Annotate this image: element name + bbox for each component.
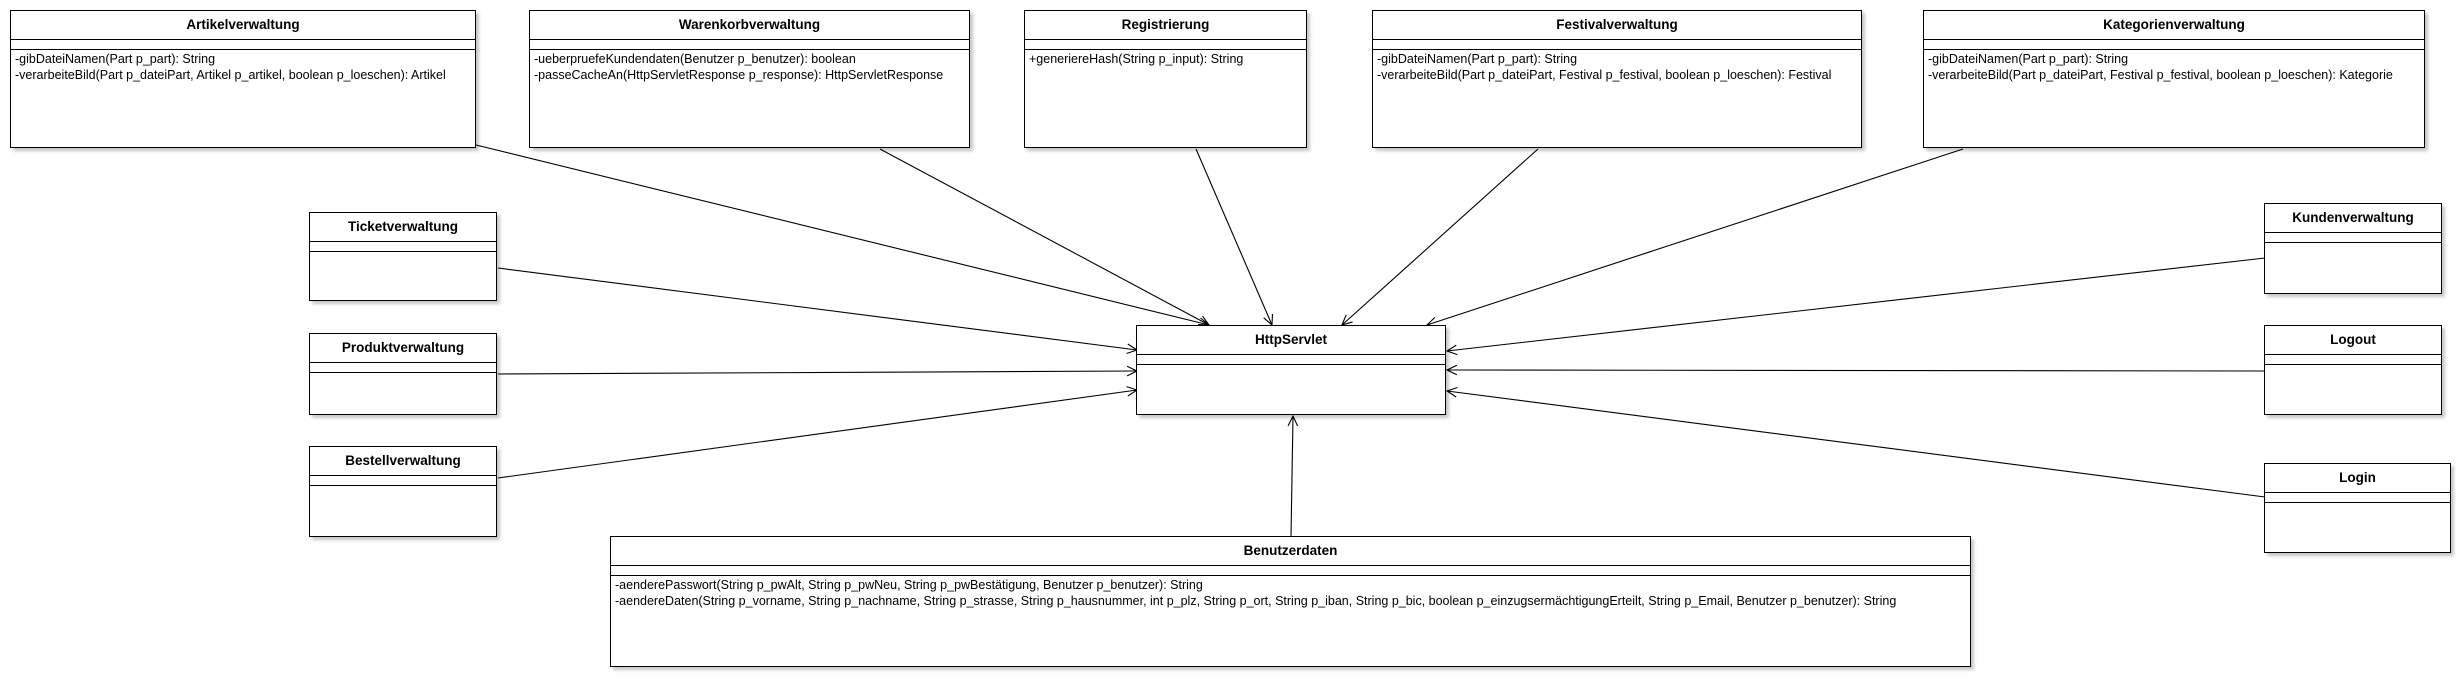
operation: +generiereHash(String p_input): String [1029, 52, 1244, 66]
class-kategorienverwaltung[interactable]: Kategorienverwaltung -gibDateiNamen(Part… [1923, 10, 2425, 148]
operations-compartment: -gibDateiNamen(Part p_part): String -ver… [1373, 50, 1861, 84]
class-name: Festivalverwaltung [1373, 11, 1861, 40]
operations-compartment: -gibDateiNamen(Part p_part): String -ver… [1924, 50, 2424, 84]
arrowhead [1445, 387, 1458, 398]
edge-kundenverwaltung-httpservlet [1446, 257, 2266, 352]
class-name: Login [2265, 464, 2450, 493]
edge-ticketverwaltung-httpservlet [497, 267, 1138, 351]
attributes-compartment [1137, 355, 1445, 365]
class-name: Warenkorbverwaltung [530, 11, 969, 40]
attributes-compartment [530, 40, 969, 50]
class-name: Bestellverwaltung [310, 447, 496, 476]
attributes-compartment [310, 363, 496, 373]
class-ticketverwaltung[interactable]: Ticketverwaltung [309, 212, 497, 301]
attributes-compartment [310, 476, 496, 486]
attributes-compartment [1373, 40, 1861, 50]
edge-login-httpservlet [1446, 390, 2266, 498]
edge-produktverwaltung-httpservlet [497, 370, 1138, 375]
operation: -gibDateiNamen(Part p_part): String [1377, 52, 1578, 66]
class-name: Logout [2265, 326, 2441, 355]
operations-compartment [310, 373, 496, 375]
class-festivalverwaltung[interactable]: Festivalverwaltung -gibDateiNamen(Part p… [1372, 10, 1862, 148]
operations-compartment [2265, 503, 2450, 505]
class-registrierung[interactable]: Registrierung +generiereHash(String p_in… [1024, 10, 1307, 148]
attributes-compartment [1924, 40, 2424, 50]
operation: -verarbeiteBild(Part p_dateiPart, Festiv… [1377, 68, 1832, 82]
edge-registrierung-httpservlet [1195, 148, 1273, 326]
class-warenkorbverwaltung[interactable]: Warenkorbverwaltung -ueberpruefeKundenda… [529, 10, 970, 148]
class-kundenverwaltung[interactable]: Kundenverwaltung [2264, 203, 2442, 294]
operations-compartment [310, 486, 496, 488]
operation: -aenderePasswort(String p_pwAlt, String … [615, 578, 1203, 592]
edge-bestellverwaltung-httpservlet [497, 389, 1138, 479]
edge-festivalverwaltung-httpservlet [1341, 148, 1539, 326]
operation: -verarbeiteBild(Part p_dateiPart, Artike… [15, 68, 446, 82]
attributes-compartment [611, 566, 1970, 576]
operations-compartment [1137, 365, 1445, 367]
class-name: Kategorienverwaltung [1924, 11, 2424, 40]
arrowhead [1445, 344, 1458, 356]
operation: -gibDateiNamen(Part p_part): String [1928, 52, 2129, 66]
class-artikelverwaltung[interactable]: Artikelverwaltung -gibDateiNamen(Part p_… [10, 10, 476, 148]
edge-kategorienverwaltung-httpservlet [1426, 148, 1964, 326]
class-name: Artikelverwaltung [11, 11, 475, 40]
class-name: Produktverwaltung [310, 334, 496, 363]
operation: -gibDateiNamen(Part p_part): String [15, 52, 216, 66]
arrowhead [1287, 414, 1299, 427]
operations-compartment [2265, 243, 2441, 245]
attributes-compartment [2265, 233, 2441, 243]
edge-logout-httpservlet [1446, 369, 2266, 372]
attributes-compartment [2265, 493, 2450, 503]
operation: -ueberpruefeKundendaten(Benutzer p_benut… [534, 52, 856, 66]
operations-compartment [2265, 365, 2441, 367]
operations-compartment: -aenderePasswort(String p_pwAlt, String … [611, 576, 1970, 610]
class-name: Kundenverwaltung [2265, 204, 2441, 233]
class-name: Benutzerdaten [611, 537, 1970, 566]
operations-compartment: -gibDateiNamen(Part p_part): String -ver… [11, 50, 475, 84]
class-name: Ticketverwaltung [310, 213, 496, 242]
attributes-compartment [2265, 355, 2441, 365]
class-produktverwaltung[interactable]: Produktverwaltung [309, 333, 497, 415]
operation: -aendereDaten(String p_vorname, String p… [615, 594, 1897, 608]
edge-benutzerdaten-httpservlet [1290, 415, 1294, 538]
class-login[interactable]: Login [2264, 463, 2451, 553]
edge-artikelverwaltung-httpservlet [475, 144, 1210, 326]
operation: -passeCacheAn(HttpServletResponse p_resp… [534, 68, 944, 82]
edge-warenkorbverwaltung-httpservlet [879, 148, 1210, 326]
attributes-compartment [1025, 40, 1306, 50]
class-benutzerdaten[interactable]: Benutzerdaten -aenderePasswort(String p_… [610, 536, 1971, 667]
operation: -verarbeiteBild(Part p_dateiPart, Festiv… [1928, 68, 2393, 82]
arrowhead [1445, 364, 1458, 376]
attributes-compartment [11, 40, 475, 50]
class-name: HttpServlet [1137, 326, 1445, 355]
attributes-compartment [310, 242, 496, 252]
class-logout[interactable]: Logout [2264, 325, 2442, 415]
class-httpservlet[interactable]: HttpServlet [1136, 325, 1446, 415]
operations-compartment [310, 252, 496, 254]
operations-compartment: -ueberpruefeKundendaten(Benutzer p_benut… [530, 50, 969, 84]
operations-compartment: +generiereHash(String p_input): String [1025, 50, 1306, 68]
class-name: Registrierung [1025, 11, 1306, 40]
class-bestellverwaltung[interactable]: Bestellverwaltung [309, 446, 497, 537]
